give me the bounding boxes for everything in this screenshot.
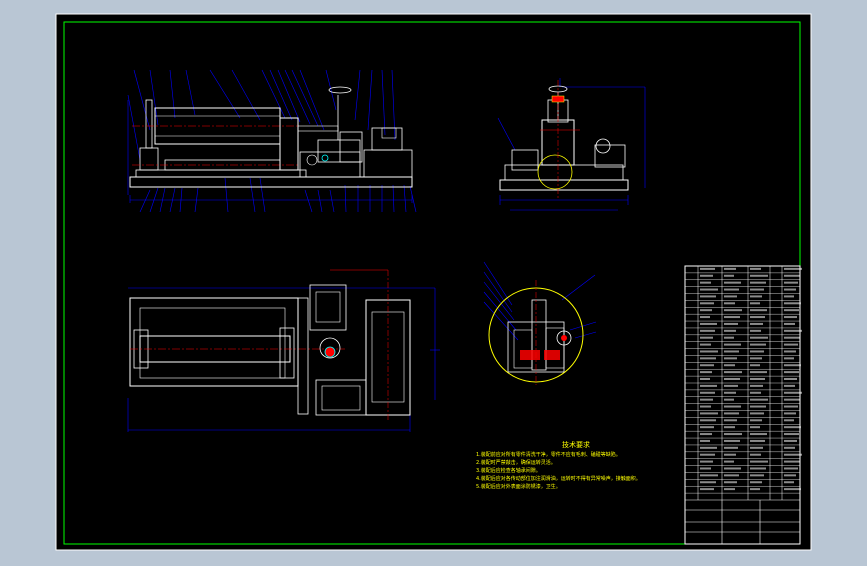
top-motor bbox=[309, 284, 347, 331]
requirement-line-2: 2.装配时严禁敲击，确保运转灵活。 bbox=[476, 460, 556, 466]
front-view bbox=[127, 69, 417, 213]
detail-circle-ref bbox=[537, 154, 573, 190]
requirement-line-3: 3.装配后应检查各轴承间隙。 bbox=[476, 468, 541, 474]
top-view bbox=[127, 269, 440, 432]
requirement-line-5: 5.装配后应对外表面涂防锈漆，卫生。 bbox=[476, 484, 561, 490]
detail-leaders bbox=[483, 261, 597, 341]
side-view bbox=[497, 78, 646, 211]
left-post bbox=[145, 99, 153, 149]
handwheel[interactable] bbox=[328, 86, 352, 94]
detail-view bbox=[483, 261, 597, 385]
side-view-dimensions bbox=[497, 78, 646, 211]
requirement-line-1: 1.装配前应对所有零件清洗干净，零件不应有毛刺、磕碰等缺陷。 bbox=[476, 452, 621, 458]
front-view-leaders bbox=[127, 69, 417, 213]
top-view-dimensions bbox=[127, 287, 440, 432]
right-housing bbox=[279, 117, 299, 171]
requirement-line-4: 4.装配后应对各传动部位加注润滑油，运转时不得有异常噪声，接触面积。 bbox=[476, 476, 641, 482]
technical-requirements: 技术要求 1.装配前应对所有零件清洗干净，零件不应有毛刺、磕碰等缺陷。 2.装配… bbox=[476, 441, 676, 491]
parts-list-table bbox=[684, 265, 802, 545]
technical-requirements-title: 技术要求 bbox=[562, 441, 590, 449]
motor bbox=[317, 139, 361, 163]
front-dimensions bbox=[127, 100, 413, 203]
